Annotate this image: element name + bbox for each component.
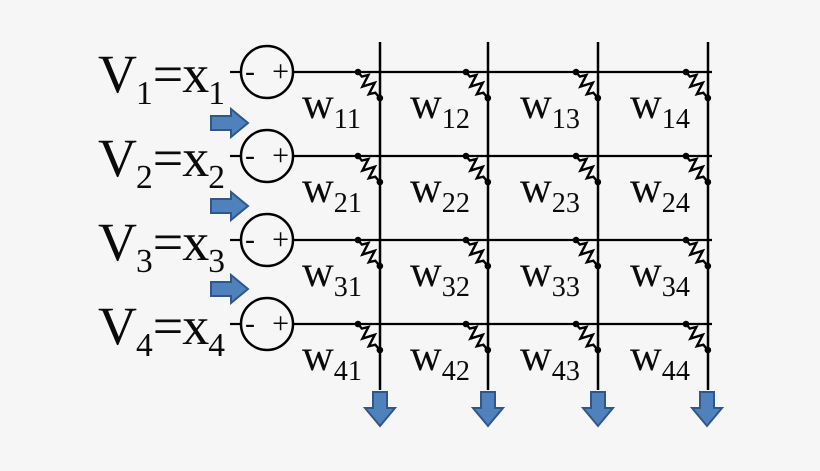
weight-label: w23 — [520, 163, 580, 219]
voltage-label: V3=x3 — [98, 212, 225, 280]
input-arrow-icon — [210, 106, 250, 140]
weight-label: w11 — [302, 79, 361, 135]
plus-sign: + — [272, 307, 289, 340]
voltage-source-circle — [239, 128, 295, 184]
weight-label: w42 — [410, 331, 470, 387]
output-arrow-icon — [689, 391, 725, 428]
weight-label: w34 — [630, 247, 690, 303]
source-polarity: -+ — [245, 220, 289, 260]
weight-label: w12 — [410, 79, 470, 135]
minus-sign: - — [245, 307, 255, 340]
voltage-label: V2=x2 — [98, 128, 225, 196]
minus-sign: - — [245, 139, 255, 172]
weight-label: w41 — [302, 331, 362, 387]
voltage-label: V1=x1 — [98, 44, 225, 112]
plus-sign: + — [272, 223, 289, 256]
weight-label: w33 — [520, 247, 580, 303]
plus-sign: + — [272, 55, 289, 88]
source-polarity: -+ — [245, 52, 289, 92]
weight-label: w14 — [630, 79, 690, 135]
plus-sign: + — [272, 139, 289, 172]
input-arrow-icon — [210, 189, 250, 223]
voltage-source-circle — [239, 44, 295, 100]
weight-label: w43 — [520, 331, 580, 387]
weight-label: w22 — [410, 163, 470, 219]
source-polarity: -+ — [245, 136, 289, 176]
input-arrow-icon — [210, 272, 250, 306]
source-polarity: -+ — [245, 304, 289, 344]
weight-label: w32 — [410, 247, 470, 303]
weight-label: w44 — [630, 331, 690, 387]
output-arrow-icon — [470, 391, 506, 428]
minus-sign: - — [245, 55, 255, 88]
minus-sign: - — [245, 223, 255, 256]
voltage-source-circle — [239, 212, 295, 268]
weight-label: w21 — [302, 163, 362, 219]
weight-label: w13 — [520, 79, 580, 135]
output-arrow-icon — [580, 391, 616, 428]
output-arrow-icon — [362, 391, 398, 428]
voltage-source-circle — [239, 296, 295, 352]
voltage-label: V4=x4 — [98, 296, 225, 364]
weight-label: w24 — [630, 163, 690, 219]
weight-label: w31 — [302, 247, 362, 303]
